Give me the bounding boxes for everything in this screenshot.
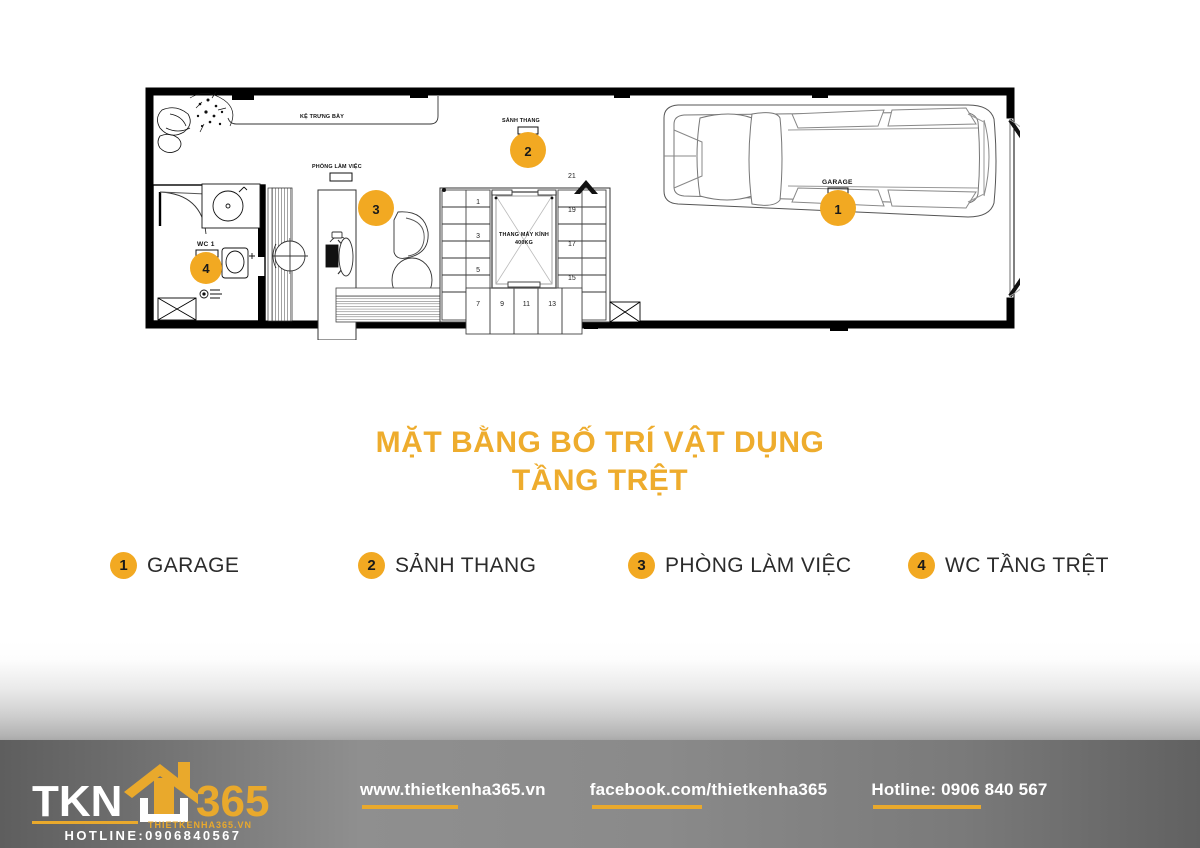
page-title: MẶT BẰNG BỐ TRÍ VẬT DỤNG TẦNG TRỆT	[0, 424, 1200, 500]
marker-4[interactable]: 4	[190, 252, 222, 284]
svg-text:1: 1	[834, 202, 841, 217]
stair-number: 5	[476, 267, 480, 274]
footer-link-text: facebook.com/thietkenha365	[589, 779, 828, 799]
legend-badge: 2	[358, 552, 385, 579]
stair-number: 17	[568, 241, 576, 248]
legend-badge: 4	[908, 552, 935, 579]
logo-brand-accent: 365	[196, 777, 269, 826]
legend: 1 GARAGE 2 SẢNH THANG 3 PHÒNG LÀM VIỆC 4…	[110, 552, 1120, 579]
stair-number: 11	[523, 301, 530, 308]
logo-hotline: HOTLINE:0906840567	[64, 828, 242, 843]
office-label: PHÒNG LÀM VIỆC	[312, 162, 362, 170]
stair-number: 3	[476, 233, 480, 240]
underline-rule	[362, 804, 458, 809]
legend-item-stair-hall[interactable]: 2 SẢNH THANG	[358, 552, 628, 579]
footer-link-hotline[interactable]: Hotline: 0906 840 567	[871, 780, 1047, 809]
footer-link-text: Hotline: 0906 840 567	[871, 779, 1048, 799]
stair-hall-label: SẢNH THANG	[502, 117, 540, 124]
gate-doors	[1008, 118, 1020, 298]
title-line-1: MẶT BẰNG BỐ TRÍ VẬT DỤNG	[375, 426, 825, 459]
roof-icon	[124, 762, 198, 804]
footer-link-text: www.thietkenha365.vn	[360, 779, 546, 799]
legend-badge: 3	[628, 552, 655, 579]
svg-text:4: 4	[202, 261, 210, 276]
floor-plan: KỆ TRƯNG BÀY	[140, 80, 1020, 340]
svg-text:2: 2	[524, 144, 531, 159]
corner-column-mid	[609, 301, 641, 323]
shelf-label: KỆ TRƯNG BÀY	[300, 112, 344, 120]
logo-domain: THIETKENHA365.VN	[148, 820, 252, 830]
stair-number: 15	[568, 275, 576, 282]
legend-label: GARAGE	[147, 553, 240, 577]
footer-bar: TKN 365 THIETKENHA365.VN HOTLINE:0906840…	[0, 740, 1200, 848]
footer-link-website[interactable]: www.thietkenha365.vn	[360, 780, 546, 809]
stair-core	[439, 180, 611, 335]
legend-label: PHÒNG LÀM VIỆC	[665, 553, 852, 577]
brand-logo[interactable]: TKN 365 THIETKENHA365.VN HOTLINE:0906840…	[0, 740, 320, 848]
underline-rule	[591, 804, 702, 809]
stair-number: 7	[476, 301, 480, 308]
title-line-2: TẦNG TRỆT	[511, 464, 689, 497]
legend-item-garage[interactable]: 1 GARAGE	[110, 552, 358, 579]
elevator-label-line2: 400KG	[515, 240, 533, 246]
plant-decor	[157, 91, 234, 153]
legend-item-office[interactable]: 3 PHÒNG LÀM VIỆC	[628, 552, 908, 579]
footer-links: www.thietkenha365.vn facebook.com/thietk…	[360, 780, 1048, 809]
legend-badge: 1	[110, 552, 137, 579]
pillar-icon	[154, 778, 174, 822]
svg-text:3: 3	[372, 202, 379, 217]
marker-2[interactable]: 2	[510, 132, 546, 168]
wc-label: WC 1	[197, 241, 215, 248]
display-shelf	[227, 96, 439, 125]
legend-item-wc[interactable]: 4 WC TẦNG TRỆT	[908, 552, 1120, 579]
car-top-view	[663, 104, 997, 218]
marker-1[interactable]: 1	[820, 190, 856, 226]
marker-3[interactable]: 3	[358, 190, 394, 226]
u-shape-icon	[140, 798, 188, 822]
garage-label: GARAGE	[822, 179, 853, 186]
logo-brand-main: TKN	[32, 777, 122, 826]
stair-number: 19	[568, 207, 576, 214]
legend-label: WC TẦNG TRỆT	[945, 553, 1109, 577]
corner-column-left	[157, 297, 197, 321]
stair-number: 9	[500, 301, 504, 308]
stair-number: 1	[476, 199, 480, 206]
elevator-label-line1: THANG MÁY KÍNH	[499, 230, 549, 238]
stair-number: 13	[548, 301, 556, 308]
column-marks	[232, 88, 848, 331]
stair-number: 21	[568, 173, 576, 180]
footer-link-facebook[interactable]: facebook.com/thietkenha365	[590, 780, 828, 809]
underline-rule	[873, 804, 982, 809]
legend-label: SẢNH THANG	[395, 553, 537, 577]
